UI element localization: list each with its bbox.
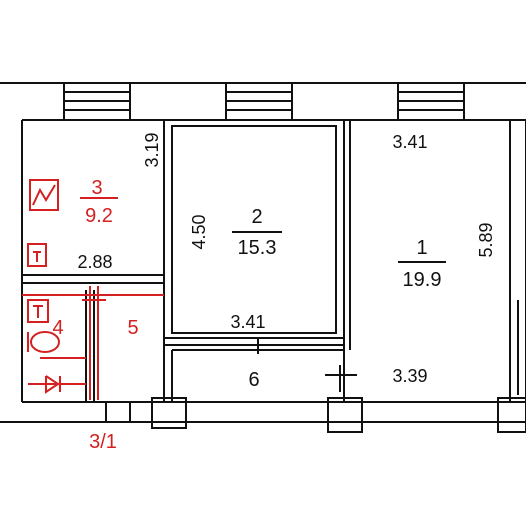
dim-2-88: 2.88 — [77, 252, 112, 272]
window-icon — [397, 82, 465, 121]
water-heater-icon — [27, 243, 47, 267]
dim-3-41-top: 3.41 — [392, 132, 427, 152]
room-2-inner-walls — [171, 125, 337, 334]
pillar-3 — [497, 397, 526, 433]
dim-4-50: 4.50 — [189, 214, 209, 249]
dim-5-89: 5.89 — [476, 222, 496, 257]
room-2-area: 15.3 — [238, 237, 277, 259]
window-icon — [225, 82, 293, 121]
room-1-area: 19.9 — [403, 269, 442, 291]
dim-3-39: 3.39 — [392, 366, 427, 386]
gas-stove-icon — [29, 179, 59, 211]
dim-3-19: 3.19 — [142, 132, 162, 167]
pillar-2 — [327, 397, 363, 433]
room-5-number: 5 — [127, 317, 138, 339]
walls — [0, 82, 526, 433]
room-6-number: 6 — [248, 369, 259, 391]
room-3-area: 9.2 — [85, 205, 113, 227]
sub-unit-label: 3/1 — [89, 431, 117, 453]
pillar-1 — [151, 397, 187, 429]
room-1-number: 1 — [416, 237, 427, 259]
service-fixtures — [22, 179, 164, 400]
windows — [63, 82, 465, 121]
dim-3-41-bottom: 3.41 — [230, 312, 265, 332]
room-3-number: 3 — [91, 177, 102, 199]
toilet-icon — [27, 331, 60, 353]
room-2-number: 2 — [251, 206, 262, 228]
sink-icon — [27, 299, 49, 323]
room-4-number: 4 — [52, 317, 63, 339]
window-icon — [63, 82, 131, 121]
bathtub-icon — [28, 375, 86, 394]
